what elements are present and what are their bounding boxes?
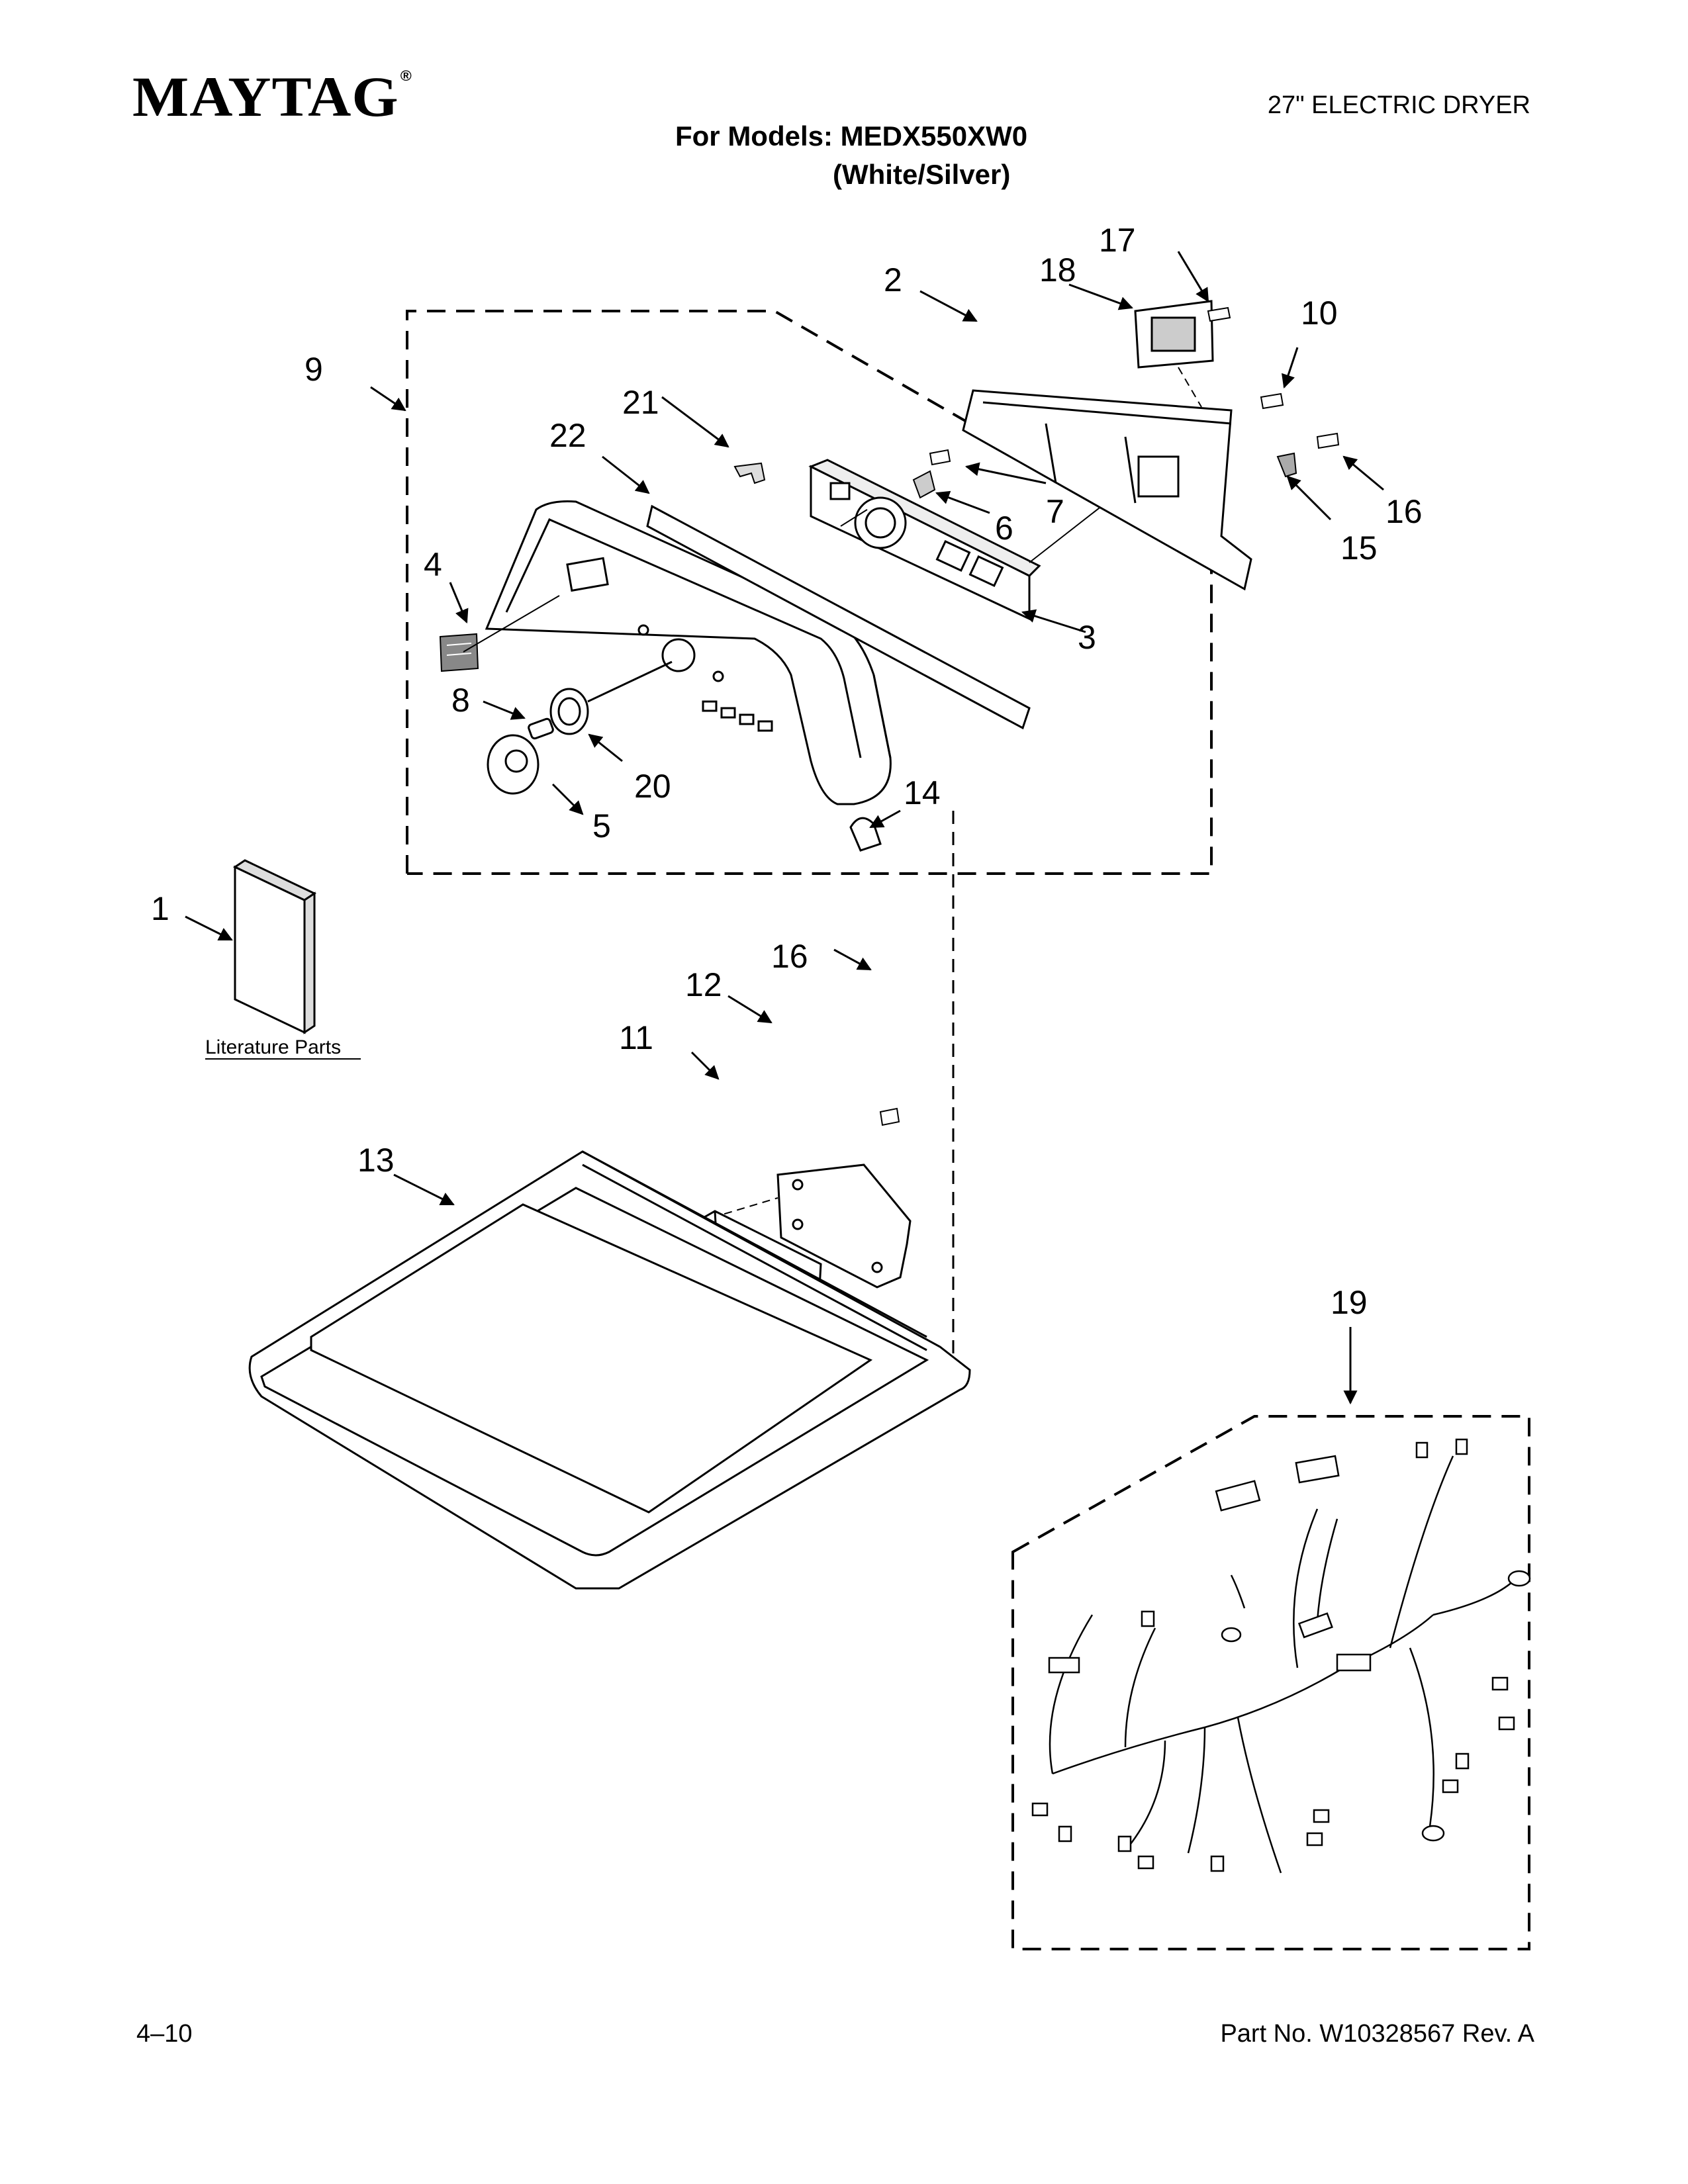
callout-15: 15 [1340, 529, 1378, 567]
variant-line: (White/Silver) [833, 159, 1011, 190]
callout-14: 14 [904, 774, 941, 811]
literature-booklet [232, 859, 317, 1034]
callout-16-console: 16 [1385, 493, 1423, 530]
callout-9: 9 [305, 351, 323, 388]
top-panel [248, 1150, 971, 1590]
callout-13: 13 [357, 1142, 395, 1179]
callout-17: 17 [1099, 222, 1136, 259]
part-number: Part No. W10328567 Rev. A [1220, 2020, 1534, 2048]
mounting-plate-18 [1134, 300, 1214, 369]
callout-18: 18 [1039, 251, 1076, 289]
console-panel [485, 500, 892, 805]
display-lens [439, 633, 479, 672]
callout-22: 22 [549, 417, 586, 454]
bracket-12 [776, 1163, 912, 1289]
leader-arrows [185, 251, 1384, 1405]
screws [879, 306, 1340, 1126]
console-bracket [962, 389, 1252, 591]
harness-connectors [1031, 1438, 1531, 1872]
callout-2: 2 [884, 261, 902, 298]
callout-10: 10 [1301, 295, 1338, 332]
clip-part [733, 462, 766, 484]
brand-name: MAYTAG [132, 65, 399, 128]
callout-19: 19 [1331, 1284, 1368, 1321]
document-type: 27" ELECTRIC DRYER [1267, 91, 1530, 119]
callout-3: 3 [1078, 619, 1096, 656]
clip-15 [1276, 452, 1297, 478]
callout-7: 7 [1046, 493, 1064, 530]
callout-11: 11 [619, 1019, 653, 1056]
callout-4: 4 [424, 546, 442, 583]
callout-8: 8 [451, 682, 470, 719]
connector-6 [912, 470, 936, 499]
callout-21: 21 [622, 384, 659, 421]
literature-parts-label: Literature Parts [205, 1036, 341, 1058]
registered-mark: ® [400, 68, 412, 84]
strain-relief [849, 817, 882, 852]
callout-12: 12 [685, 966, 722, 1003]
callout-16-bracket: 16 [771, 938, 808, 975]
callout-1: 1 [151, 890, 169, 927]
knob-assembly [487, 660, 673, 795]
callout-20: 20 [634, 768, 671, 805]
model-heading: For Models: MEDX550XW0 (White/Silver) [675, 120, 1027, 191]
callout-5: 5 [592, 807, 611, 844]
control-board [808, 459, 1041, 621]
trim-strip [646, 504, 1031, 730]
page-number: 4–10 [136, 2020, 193, 2048]
models-line: For Models: MEDX550XW0 [675, 120, 1028, 152]
harness-group-boundary [1011, 1415, 1530, 1950]
wire-harness [1049, 1455, 1513, 1874]
callout-6: 6 [995, 510, 1013, 547]
brand-logo: MAYTAG® [132, 64, 412, 130]
